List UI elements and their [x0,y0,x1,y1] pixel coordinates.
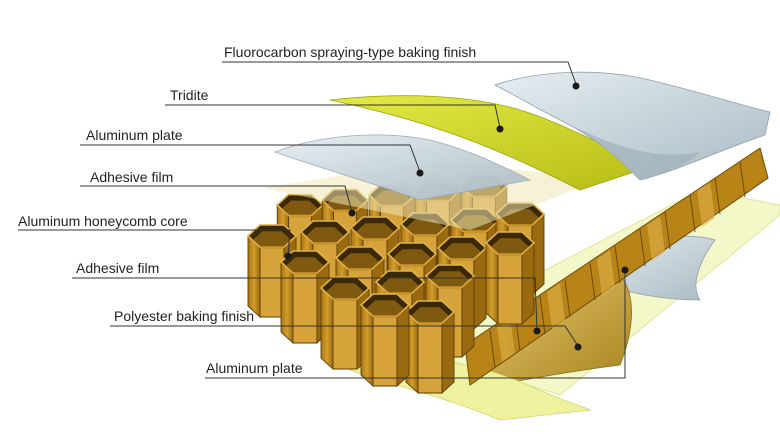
honeycomb-inner [340,253,380,271]
honeycomb-wall [360,303,374,388]
label-aluminum-plate-bottom: Aluminum plate [206,360,303,376]
label-honeycomb-core: Aluminum honeycomb core [18,213,188,229]
honeycomb-inner [430,271,470,289]
honeycomb-inner [392,249,432,267]
honeycomb-inner [442,243,482,261]
honeycomb-wall [332,298,358,370]
leader-lines [18,61,626,379]
honeycomb-cell [484,231,536,326]
top-aluminum-plate [273,134,532,201]
fluorocarbon-curl-shadow [560,120,700,180]
leader-dots [284,82,629,351]
fluorocarbon-sheet [493,71,771,181]
honeycomb-wall [461,274,475,359]
labels: Fluorocarbon spraying-type baking finish… [18,44,476,376]
honeycomb-inner [281,200,319,218]
honeycomb-inner [405,219,445,237]
honeycomb-wall [396,303,410,388]
honeycomb-inner [305,227,345,245]
honeycomb-wall [485,241,499,326]
label-fluorocarbon: Fluorocarbon spraying-type baking finish [224,44,476,60]
honeycomb-cells [246,174,546,395]
honeycomb-wall [497,253,523,325]
honeycomb-inner [252,231,292,249]
honeycomb-wall [521,241,535,326]
label-adhesive-film-bottom: Adhesive film [76,260,159,276]
honeycomb-cell [404,300,456,395]
honeycomb-wall [259,246,285,318]
honeycomb-inner [285,257,325,275]
honeycomb-wall [292,272,318,344]
honeycomb-wall [247,234,261,319]
label-tridite: Tridite [170,87,209,103]
honeycomb-inner [410,307,450,325]
honeycomb-inner [325,283,365,301]
honeycomb-wall [473,246,487,331]
honeycomb-inner [380,277,420,295]
honeycomb-wall [417,322,443,394]
honeycomb-cell [359,293,411,388]
honeycomb-wall [320,286,334,371]
honeycomb-wall [280,260,294,345]
honeycomb-inner [365,300,405,318]
label-adhesive-film-top: Adhesive film [90,169,173,185]
honeycomb-inner [355,223,395,241]
label-polyester-finish: Polyester baking finish [114,308,254,324]
honeycomb-inner [490,238,530,256]
honeycomb-wall [441,310,455,395]
label-aluminum-plate-top: Aluminum plate [86,127,183,143]
